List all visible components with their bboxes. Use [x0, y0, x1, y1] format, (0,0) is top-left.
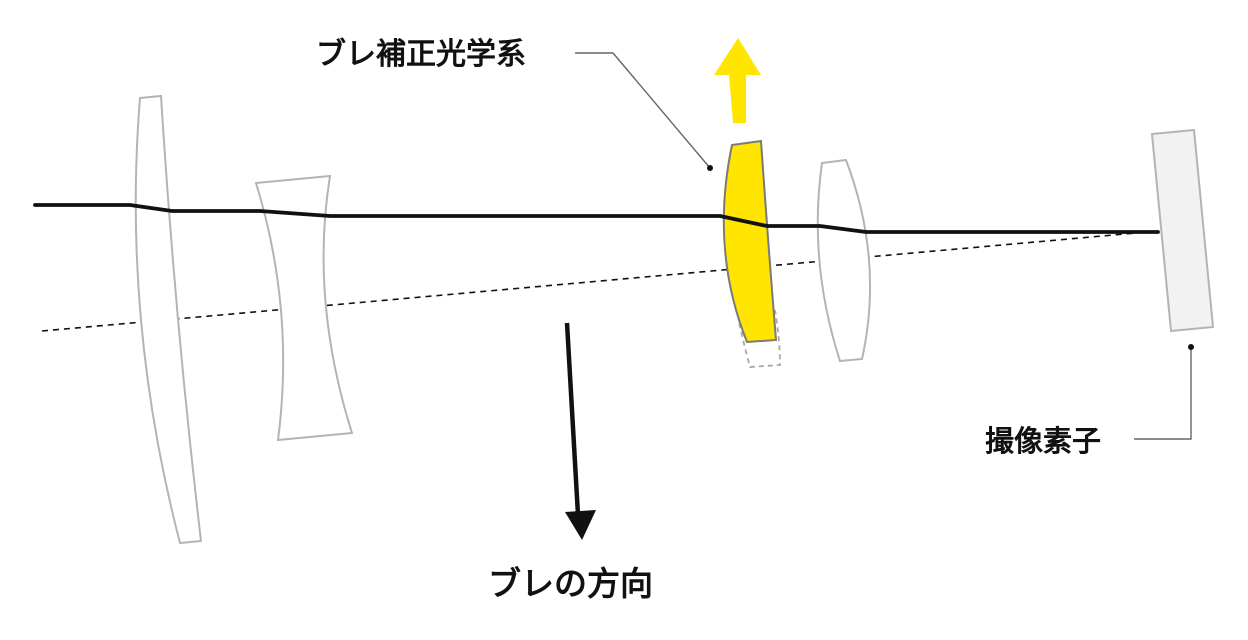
stabilizer-leader-dot	[707, 165, 713, 171]
sensor-leader-line	[1134, 347, 1192, 440]
black-down-arrow-icon	[565, 510, 596, 540]
black-down-arrow-shaft	[564, 322, 581, 516]
sensor-leader-dot	[1188, 344, 1194, 350]
stabilizer-lens	[722, 139, 778, 344]
stabilizer-leader-line	[575, 52, 711, 169]
stabilizer-label: ブレ補正光学系	[316, 37, 526, 72]
sensor-label: 撮像素子	[985, 424, 1101, 458]
image-sensor	[1150, 128, 1215, 333]
shake-direction-label: ブレの方向	[488, 564, 653, 603]
lens-element-2	[254, 174, 354, 442]
lens-element-1	[134, 94, 203, 545]
lens-element-4	[816, 158, 872, 363]
light-ray	[33, 203, 1160, 234]
shifted-optical-axis	[41, 230, 1159, 332]
yellow-up-arrow-icon	[714, 38, 761, 123]
